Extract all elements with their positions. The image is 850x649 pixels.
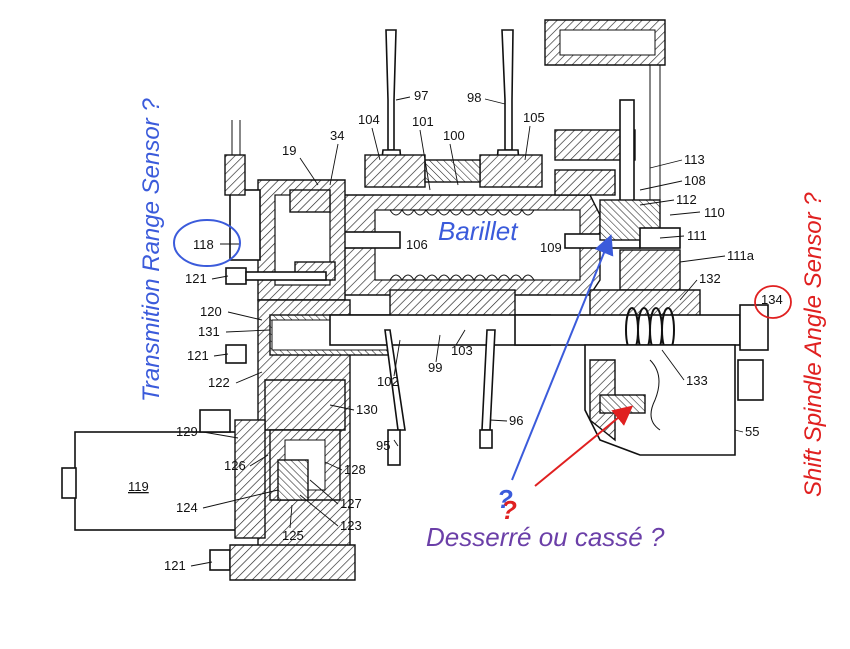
ref-121-upper: 121 (185, 271, 207, 286)
ref-112: 112 (676, 192, 697, 207)
bolt-121-upper (225, 267, 327, 285)
red-arrow (534, 405, 634, 487)
ref-132: 132 (699, 271, 721, 286)
motor-119 (61, 409, 266, 539)
ref-131: 131 (198, 324, 220, 339)
ref-133: 133 (686, 373, 708, 388)
ref-110: 110 (704, 205, 725, 220)
ref-95: 95 (376, 438, 390, 453)
ref-96: 96 (509, 413, 523, 428)
ref-126: 126 (224, 458, 246, 473)
ref-125: 125 (282, 528, 304, 543)
gear-100 (424, 159, 481, 183)
ref-111: 111 (687, 228, 707, 243)
ref-122: 122 (208, 375, 230, 390)
ref-55: 55 (745, 424, 759, 439)
shift-spindle-assembly (514, 289, 769, 456)
ref-97: 97 (414, 88, 428, 103)
ref-128: 128 (344, 462, 366, 477)
question-mark-red: ? (501, 495, 517, 525)
barillet-label: Barillet (438, 216, 518, 246)
circle-118 (173, 219, 241, 267)
shift-fork-97 (379, 29, 403, 176)
ref-106: 106 (406, 237, 428, 252)
ref-104: 104 (358, 112, 380, 127)
ref-121-lower: 121 (164, 558, 186, 573)
ref-113: 113 (684, 152, 705, 167)
ref-129: 129 (176, 424, 198, 439)
ref-127: 127 (340, 496, 362, 511)
leader-lines (190, 96, 744, 567)
left-housing (224, 120, 346, 301)
ref-19: 19 (282, 143, 296, 158)
ref-100: 100 (443, 128, 465, 143)
ref-134: 134 (761, 292, 783, 307)
circle-134 (754, 285, 792, 319)
ref-130: 130 (356, 402, 378, 417)
ref-124: 124 (176, 500, 198, 515)
lower-gear-cluster (329, 289, 551, 466)
ref-121-middle: 121 (187, 348, 209, 363)
transmission-range-sensor-label: Transmition Range Sensor ? (138, 98, 165, 402)
ref-103: 103 (451, 343, 473, 358)
ref-111a: 111a (727, 248, 755, 263)
ref-102: 102 (377, 374, 399, 389)
desserre-label: Desserré ou cassé ? (426, 522, 665, 552)
blue-arrow (511, 234, 614, 481)
shift-spindle-sensor-label: Shift Spindle Angle Sensor ? (800, 192, 827, 497)
ref-120: 120 (200, 304, 222, 319)
question-mark-blue: ? (497, 484, 513, 514)
ref-101: 101 (412, 114, 434, 129)
right-housing (544, 19, 681, 291)
ref-123: 123 (340, 518, 362, 533)
ref-105: 105 (523, 110, 545, 125)
ref-99: 99 (428, 360, 442, 375)
ref-98: 98 (467, 90, 481, 105)
ref-119: 119 (128, 479, 149, 494)
lower-housing (209, 299, 391, 581)
reference-labels: 97 98 104 101 100 105 19 34 113 108 112 … (128, 88, 783, 573)
sleeve-105 (479, 154, 543, 188)
ref-118: 118 (193, 237, 214, 252)
ref-34: 34 (330, 128, 344, 143)
ref-109: 109 (540, 240, 562, 255)
ref-108: 108 (684, 173, 706, 188)
sleeve-104 (364, 154, 426, 188)
